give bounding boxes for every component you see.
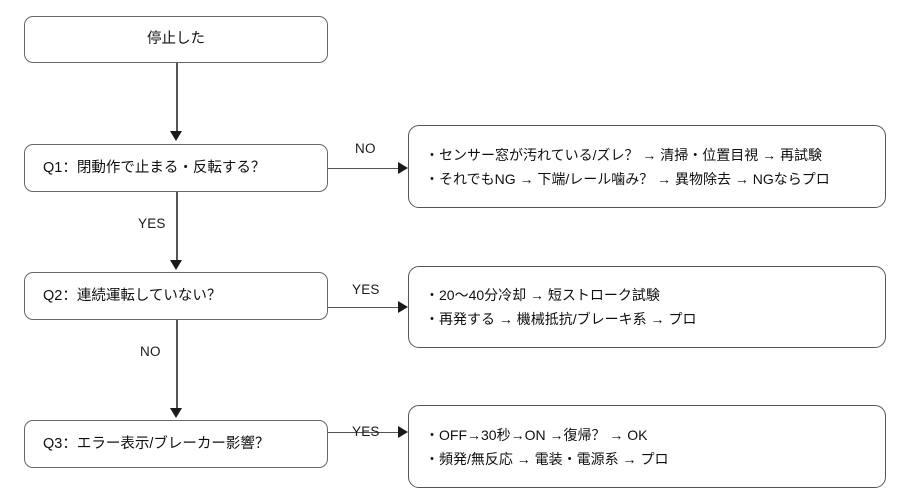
edge-label-q2-yes: YES — [352, 282, 380, 297]
connector-q2-yes — [328, 306, 398, 309]
panel-q3-line-2: ・頻発/無反応 → 電装・電源系 → プロ — [425, 450, 669, 467]
node-q1[interactable]: Q1：閉動作で止まる・反転する？ — [24, 144, 328, 192]
panel-q1-line-2: ・それでもNG → 下端/レール噛み？ → 異物除去 → NGならプロ — [425, 170, 830, 187]
arrowhead-q2-yes — [398, 300, 408, 313]
connector-q1-yes — [176, 192, 178, 260]
panel-q2-yes-advice[interactable]: ・20〜40分冷却 → 短ストローク試験 ・再発する → 機械抵抗/ブレーキ系 … — [408, 266, 886, 348]
node-start[interactable]: 停止した — [24, 16, 328, 63]
arrowhead-q3-yes — [398, 425, 408, 438]
arrowhead-q1-no — [398, 161, 408, 174]
edge-label-q1-yes: YES — [138, 216, 166, 231]
node-q1-label: Q1：閉動作で止まる・反転する？ — [43, 159, 266, 176]
arrowhead-q2-no — [169, 408, 182, 418]
connector-q2-no — [176, 320, 178, 408]
panel-q1-line-1: ・センサー窓が汚れている/ズレ？ → 清掃・位置目視 → 再試験 — [425, 146, 823, 163]
node-start-label: 停止した — [147, 31, 205, 48]
panel-q3-yes-advice[interactable]: ・OFF→30秒→ON →復帰？ → OK ・頻発/無反応 → 電装・電源系 →… — [408, 405, 886, 488]
connector-start-to-q1 — [176, 63, 178, 131]
panel-q2-line-1: ・20〜40分冷却 → 短ストローク試験 — [425, 287, 660, 303]
node-q2-label: Q2：連続運転していない？ — [43, 287, 222, 304]
arrowhead-q1-yes — [169, 260, 182, 270]
edge-label-q2-no: NO — [140, 344, 161, 359]
node-q3-label: Q3：エラー表示/ブレーカー影響？ — [43, 435, 270, 452]
panel-q1-no-advice[interactable]: ・センサー窓が汚れている/ズレ？ → 清掃・位置目視 → 再試験 ・それでもNG… — [408, 125, 886, 208]
panel-q3-line-1: ・OFF→30秒→ON →復帰？ → OK — [425, 426, 648, 443]
node-q2[interactable]: Q2：連続運転していない？ — [24, 272, 328, 320]
edge-label-q1-no: NO — [355, 141, 376, 156]
connector-q3-yes — [328, 431, 398, 434]
connector-q1-no — [328, 167, 398, 170]
node-q3[interactable]: Q3：エラー表示/ブレーカー影響？ — [24, 420, 328, 468]
panel-q2-line-2: ・再発する → 機械抵抗/ブレーキ系 → プロ — [425, 311, 697, 327]
edge-label-q3-yes: YES — [352, 424, 380, 439]
arrowhead-start-to-q1 — [169, 131, 182, 141]
